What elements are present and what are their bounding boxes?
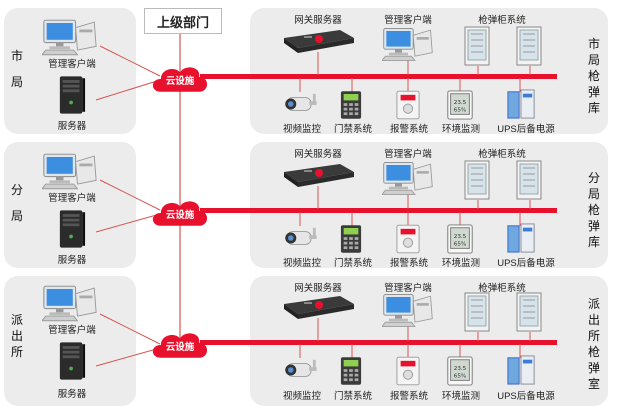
- server-caption: 服务器: [57, 121, 87, 132]
- tier-left-name: 分局: [10, 183, 23, 223]
- cloud-label: 云设施: [165, 210, 195, 221]
- alarm-panel-icon[interactable]: [396, 224, 420, 254]
- server-icon[interactable]: [58, 74, 86, 116]
- gateway-server-icon[interactable]: [280, 162, 356, 188]
- alarm-caption: 报警系统: [389, 124, 428, 135]
- alarm-panel-icon[interactable]: [396, 356, 420, 386]
- ups-icon[interactable]: [506, 354, 536, 386]
- client-caption: 管理客户端: [384, 15, 432, 26]
- video-caption: 视频监控: [282, 391, 321, 402]
- tier-right-name: 市局枪弹库: [587, 37, 600, 115]
- cloud-label: 云设施: [165, 76, 195, 87]
- superior-department-box: 上级部门: [144, 8, 222, 34]
- alarm-panel-icon[interactable]: [396, 90, 420, 120]
- server-caption: 服务器: [57, 255, 87, 266]
- gateway-caption: 网关服务器: [294, 15, 342, 26]
- environment-monitor-icon[interactable]: [446, 356, 474, 386]
- video-caption: 视频监控: [282, 124, 321, 135]
- tier-right-name: 分局枪弹库: [587, 171, 600, 249]
- access-control-icon[interactable]: [340, 224, 362, 254]
- env-caption: 环境监测: [441, 258, 480, 269]
- video-caption: 视频监控: [282, 258, 321, 269]
- access-caption: 门禁系统: [333, 258, 372, 269]
- access-control-icon[interactable]: [340, 356, 362, 386]
- ups-icon[interactable]: [506, 88, 536, 120]
- server-icon[interactable]: [58, 340, 86, 382]
- right-panel-city: [250, 8, 608, 134]
- ups-caption: UPS后备电源: [497, 124, 555, 135]
- right-panel-branch: [250, 142, 608, 268]
- camera-icon[interactable]: [280, 358, 320, 382]
- environment-monitor-icon[interactable]: [446, 224, 474, 254]
- ups-caption: UPS后备电源: [497, 258, 555, 269]
- ups-caption: UPS后备电源: [497, 391, 555, 402]
- gateway-server-icon[interactable]: [280, 294, 356, 320]
- server-caption: 服务器: [57, 389, 87, 400]
- gateway-caption: 网关服务器: [294, 149, 342, 160]
- gun-cabinet-icon[interactable]: [516, 292, 542, 332]
- gateway-caption: 网关服务器: [294, 283, 342, 294]
- client-caption: 管理客户端: [384, 283, 432, 294]
- tier-left-name: 派出所: [10, 313, 23, 359]
- gun-cabinet-icon[interactable]: [464, 160, 490, 200]
- alarm-caption: 报警系统: [389, 258, 428, 269]
- camera-icon[interactable]: [280, 92, 320, 116]
- tier-left-name: 市局: [10, 49, 23, 89]
- client-caption: 管理客户端: [384, 149, 432, 160]
- client-caption: 管理客户端: [48, 59, 96, 70]
- cabinet-caption: 枪弹柜系统: [478, 283, 526, 294]
- client-caption: 管理客户端: [48, 325, 96, 336]
- client-computer-icon[interactable]: [42, 284, 98, 322]
- camera-icon[interactable]: [280, 226, 320, 250]
- gun-cabinet-icon[interactable]: [516, 160, 542, 200]
- env-caption: 环境监测: [441, 124, 480, 135]
- gun-cabinet-icon[interactable]: [464, 26, 490, 66]
- ups-icon[interactable]: [506, 222, 536, 254]
- client-caption: 管理客户端: [48, 193, 96, 204]
- access-caption: 门禁系统: [333, 124, 372, 135]
- gun-cabinet-icon[interactable]: [516, 26, 542, 66]
- gateway-server-icon[interactable]: [280, 28, 356, 54]
- server-icon[interactable]: [58, 208, 86, 250]
- client-computer-icon[interactable]: [42, 18, 98, 56]
- access-control-icon[interactable]: [340, 90, 362, 120]
- environment-monitor-icon[interactable]: [446, 90, 474, 120]
- client-computer-icon[interactable]: [382, 26, 434, 62]
- client-computer-icon[interactable]: [42, 152, 98, 190]
- client-computer-icon[interactable]: [382, 292, 434, 328]
- tier-right-name: 派出所枪弹室: [587, 297, 600, 391]
- client-computer-icon[interactable]: [382, 160, 434, 196]
- access-caption: 门禁系统: [333, 391, 372, 402]
- gun-cabinet-icon[interactable]: [464, 292, 490, 332]
- cabinet-caption: 枪弹柜系统: [478, 15, 526, 26]
- alarm-caption: 报警系统: [389, 391, 428, 402]
- cabinet-caption: 枪弹柜系统: [478, 149, 526, 160]
- env-caption: 环境监测: [441, 391, 480, 402]
- cloud-label: 云设施: [165, 342, 195, 353]
